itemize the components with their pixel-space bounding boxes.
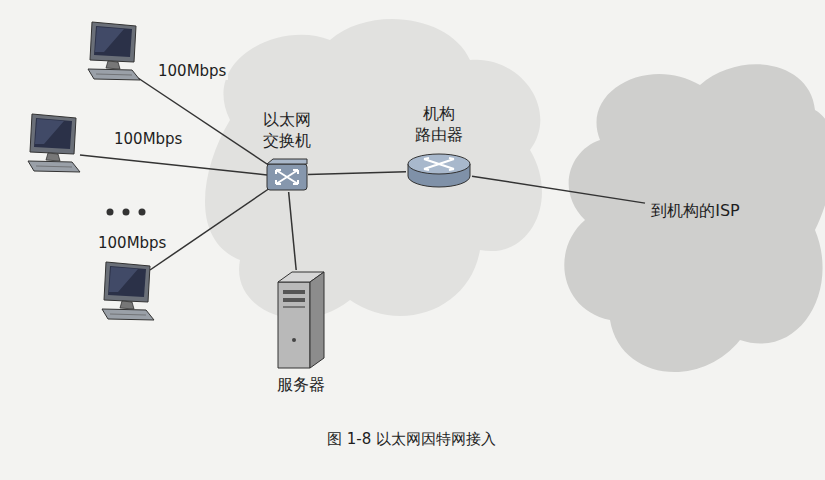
cloud-label-node: 到机构的ISP bbox=[645, 196, 746, 226]
node-label: 以太网 交换机 bbox=[261, 109, 314, 152]
figure-caption: 图 1-8 以太网因特网接入 bbox=[327, 430, 496, 449]
campus-cloud bbox=[205, 19, 542, 319]
network-link bbox=[472, 176, 645, 203]
node-label: 服务器 bbox=[277, 374, 325, 396]
isp-cloud bbox=[564, 64, 825, 372]
ellipsis-dots bbox=[107, 209, 146, 216]
device-node: 以太网 交换机 bbox=[266, 158, 308, 192]
network-link bbox=[289, 192, 297, 270]
link-line bbox=[150, 188, 270, 270]
device-node: 服务器 bbox=[276, 270, 326, 370]
network-link bbox=[308, 172, 406, 175]
switch-icon bbox=[266, 158, 308, 192]
link-speed-label: 100Mbps bbox=[96, 234, 168, 252]
node-label: 到机构的ISP bbox=[651, 200, 740, 222]
router-icon bbox=[406, 152, 472, 190]
link-line bbox=[80, 155, 267, 175]
device-node: 机构 路由器 bbox=[406, 152, 472, 190]
link-speed-label: 100Mbps bbox=[112, 130, 184, 148]
link-line bbox=[138, 78, 270, 166]
server-icon bbox=[276, 270, 326, 370]
link-speed-label: 100Mbps bbox=[156, 62, 228, 80]
node-label: 机构 路由器 bbox=[413, 103, 466, 146]
